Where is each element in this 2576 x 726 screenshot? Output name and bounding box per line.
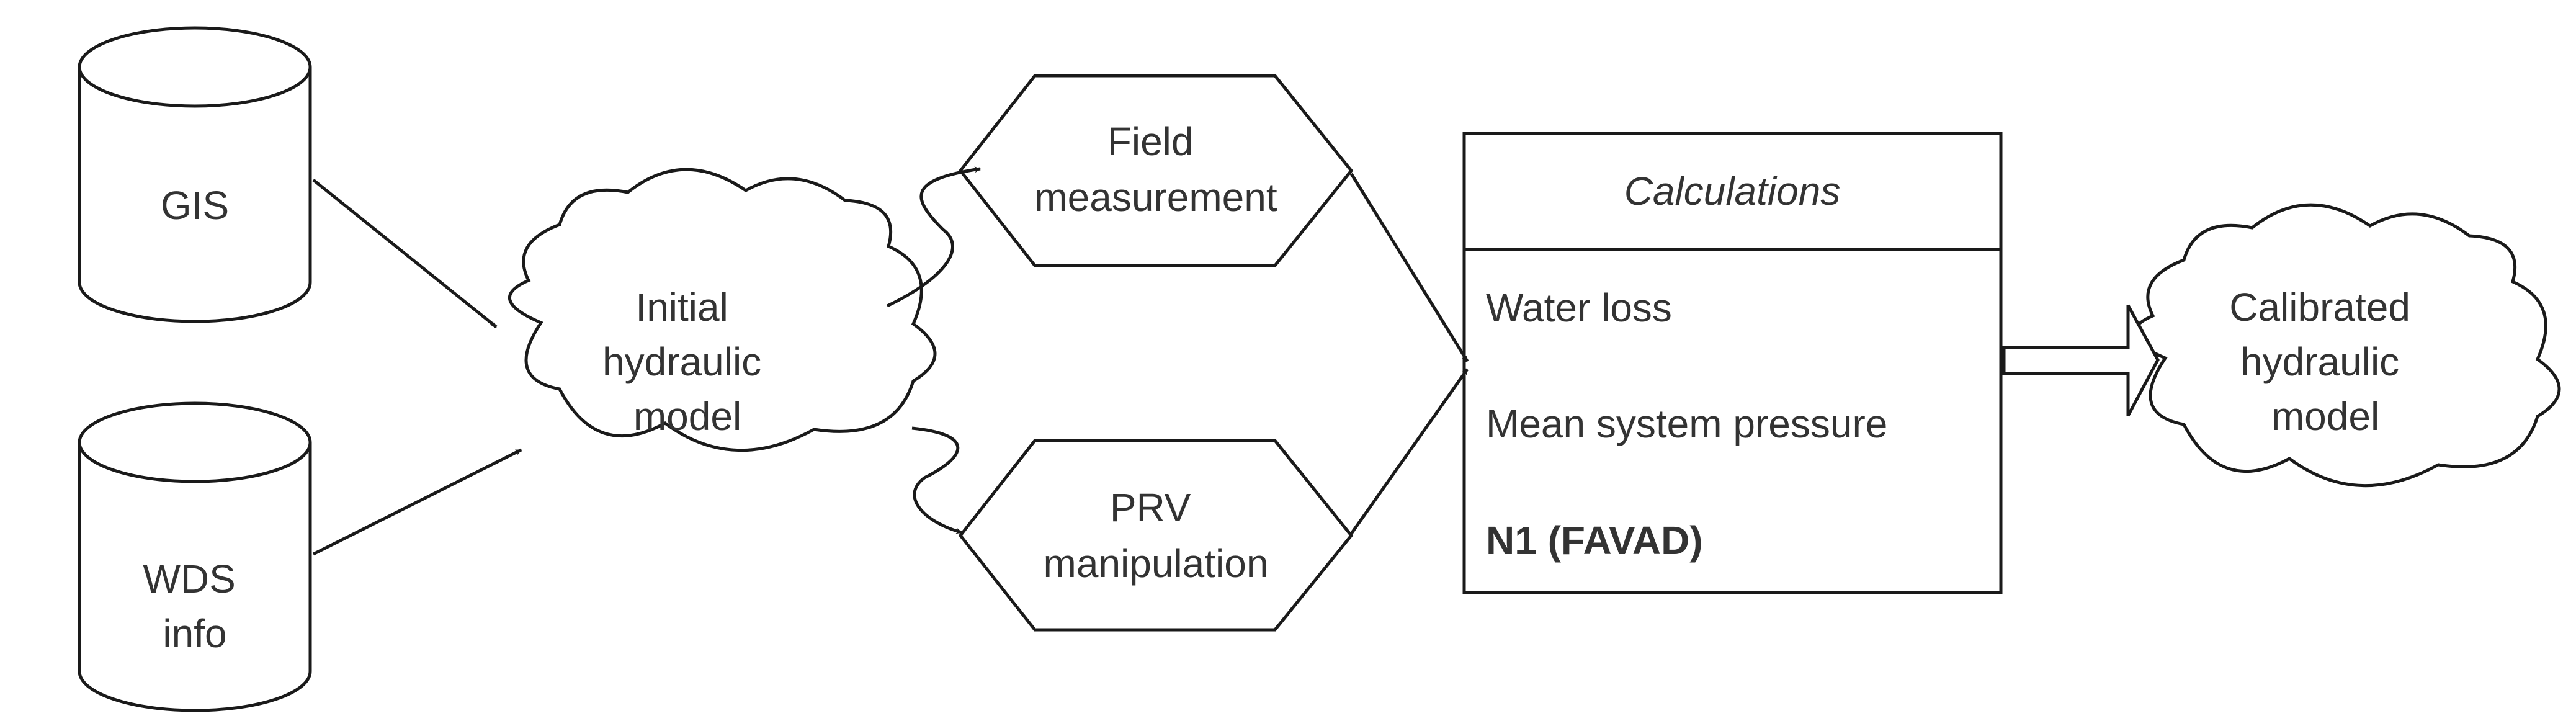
field-measurement-line-1: Field xyxy=(1107,119,1194,164)
prv-manipulation-label: PRV manipulation xyxy=(1044,485,1269,586)
arrow-wds-to-initial-model xyxy=(312,448,522,556)
calculations-item-n1-favad: N1 (FAVAD) xyxy=(1486,518,1703,563)
arrow-initial-model-to-field-measurement xyxy=(886,166,981,308)
wds-label-line-1: WDS xyxy=(143,557,235,601)
field-measurement-hexagon xyxy=(958,74,1354,267)
calibrated-model-cloud-node: Calibrated hydraulic model xyxy=(2132,203,2561,488)
initial-model-line-2: hydraulic xyxy=(602,339,761,384)
block-arrow-calculations-to-calibrated-model xyxy=(2002,304,2160,417)
calibrated-model-line-1: Calibrated xyxy=(2229,285,2410,329)
prv-manipulation-node: PRV manipulation xyxy=(958,439,1354,632)
field-measurement-label: Field measurement xyxy=(1034,119,1277,220)
wds-cylinder-body xyxy=(78,442,312,712)
calibrated-model-line-2: hydraulic xyxy=(2240,339,2399,384)
initial-model-cloud-shape xyxy=(508,168,937,452)
arrow-field-measurement-to-calculations xyxy=(1349,173,1469,362)
calibrated-model-cloud-shape xyxy=(2132,203,2561,488)
calculations-title: Calculations xyxy=(1624,169,1841,213)
field-measurement-line-2: measurement xyxy=(1034,175,1277,220)
initial-model-label: Initial hydraulic model xyxy=(602,285,772,439)
initial-model-line-1: Initial xyxy=(635,285,728,329)
gis-cylinder-body xyxy=(78,67,312,323)
gis-label: GIS xyxy=(161,183,229,228)
wds-label-line-2: info xyxy=(163,611,226,656)
gis-database-node: GIS xyxy=(78,26,312,323)
prv-manipulation-hexagon xyxy=(958,439,1354,632)
arrow-prv-manipulation-to-calculations xyxy=(1349,368,1469,535)
calculations-item-mean-pressure: Mean system pressure xyxy=(1486,401,1887,446)
initial-model-line-3: model xyxy=(633,394,741,439)
gis-cylinder-top xyxy=(78,26,312,108)
initial-model-cloud-node: Initial hydraulic model xyxy=(508,168,937,452)
prv-manipulation-line-1: PRV xyxy=(1110,485,1191,530)
arrow-gis-to-initial-model xyxy=(312,179,498,328)
calculations-item-water-loss: Water loss xyxy=(1486,285,1672,330)
calculations-box xyxy=(1462,132,2003,594)
calculations-node: Calculations Water loss Mean system pres… xyxy=(1462,132,2003,594)
calibrated-model-label: Calibrated hydraulic model xyxy=(2229,285,2422,439)
wds-info-database-node: WDS info xyxy=(78,401,312,712)
field-measurement-node: Field measurement xyxy=(958,74,1354,267)
prv-manipulation-line-2: manipulation xyxy=(1044,541,1269,586)
wds-cylinder-top xyxy=(78,401,312,483)
calibrated-model-line-3: model xyxy=(2271,394,2379,439)
arrow-initial-model-to-prv-manipulation xyxy=(911,426,962,534)
wds-info-label: WDS info xyxy=(143,557,246,656)
